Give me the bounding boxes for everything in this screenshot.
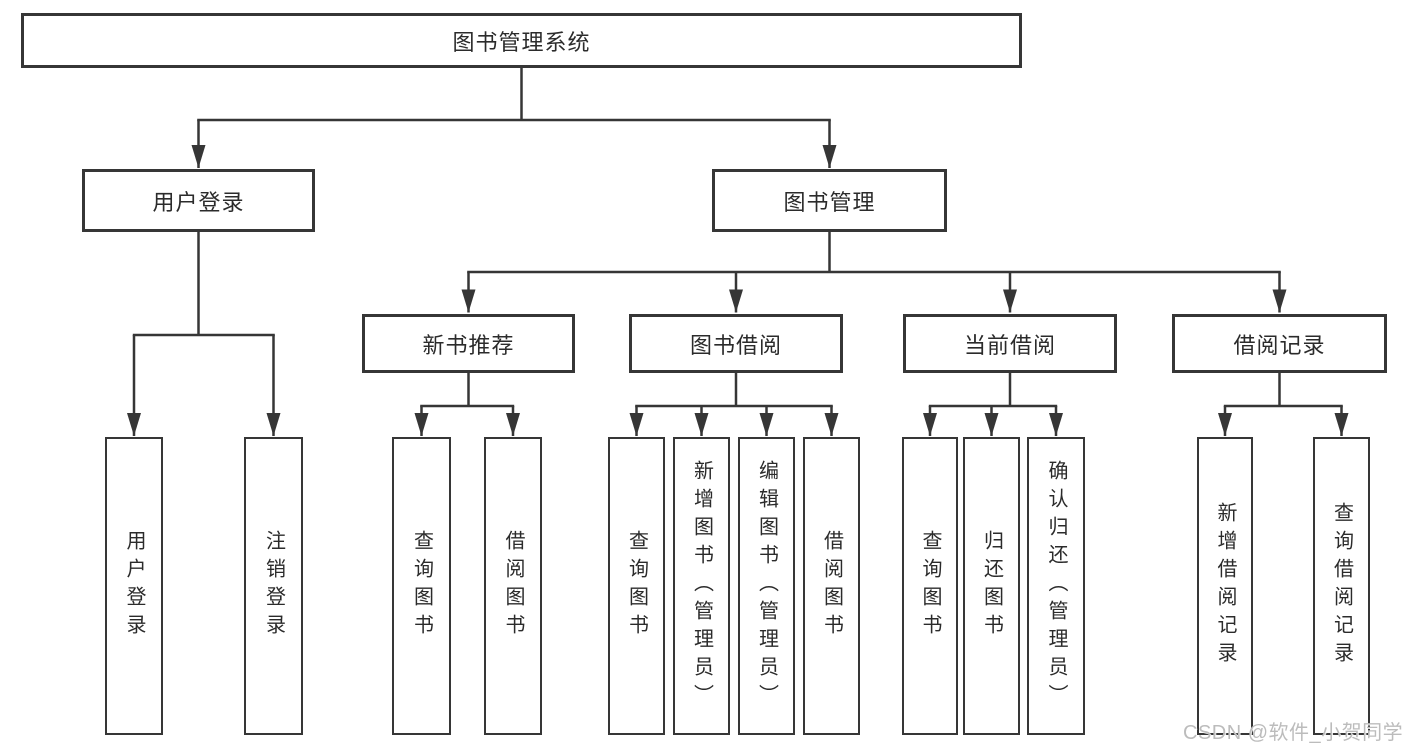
node-book-borrow-label: 图书借阅 [689, 332, 782, 358]
leaf-add-books-admin: 新增图书（管理员） [673, 437, 730, 735]
leaf-label: 确认归还（管理员） [1045, 460, 1067, 712]
leaf-query-books-borrow: 查询图书 [608, 437, 665, 735]
node-new-book-recommend-label: 新书推荐 [422, 332, 515, 358]
leaf-edit-books-admin: 编辑图书（管理员） [738, 437, 795, 735]
leaf-label: 查询图书 [919, 530, 941, 642]
leaf-label: 新增图书（管理员） [690, 460, 713, 712]
node-current-borrow: 当前借阅 [903, 314, 1117, 373]
leaf-add-borrow-record: 新增借阅记录 [1197, 437, 1253, 735]
leaf-return-books: 归还图书 [963, 437, 1020, 735]
leaf-logout: 注销登录 [244, 437, 303, 735]
node-current-borrow-label: 当前借阅 [963, 332, 1056, 358]
leaf-query-borrow-record: 查询借阅记录 [1313, 437, 1370, 735]
watermark: CSDN @软件_小贺同学 [1183, 722, 1404, 744]
node-book-management: 图书管理 [712, 169, 947, 232]
leaf-borrow-books-recommend: 借阅图书 [484, 437, 542, 735]
leaf-label: 新增借阅记录 [1214, 502, 1236, 670]
leaf-label: 借阅图书 [820, 530, 843, 642]
leaf-label: 归还图书 [980, 530, 1003, 642]
node-book-management-label: 图书管理 [783, 189, 876, 215]
leaf-label: 查询借阅记录 [1330, 502, 1353, 670]
leaf-label: 注销登录 [262, 530, 285, 642]
leaf-label: 用户登录 [123, 530, 145, 642]
leaf-user-login: 用户登录 [105, 437, 163, 735]
node-root-label: 图书管理系统 [452, 29, 591, 55]
node-user-login-label: 用户登录 [152, 189, 245, 215]
leaf-confirm-return-admin: 确认归还（管理员） [1027, 437, 1085, 735]
leaf-label: 编辑图书（管理员） [755, 460, 778, 712]
node-new-book-recommend: 新书推荐 [362, 314, 575, 373]
leaf-label: 查询图书 [410, 530, 433, 642]
node-borrow-records: 借阅记录 [1172, 314, 1387, 373]
node-borrow-records-label: 借阅记录 [1233, 332, 1326, 358]
leaf-label: 借阅图书 [502, 530, 524, 642]
leaf-query-books-recommend: 查询图书 [392, 437, 451, 735]
node-book-borrow: 图书借阅 [629, 314, 843, 373]
node-user-login: 用户登录 [82, 169, 315, 232]
leaf-borrow-books: 借阅图书 [803, 437, 860, 735]
leaf-label: 查询图书 [625, 530, 648, 642]
node-root: 图书管理系统 [21, 13, 1022, 68]
leaf-query-books-current: 查询图书 [902, 437, 958, 735]
